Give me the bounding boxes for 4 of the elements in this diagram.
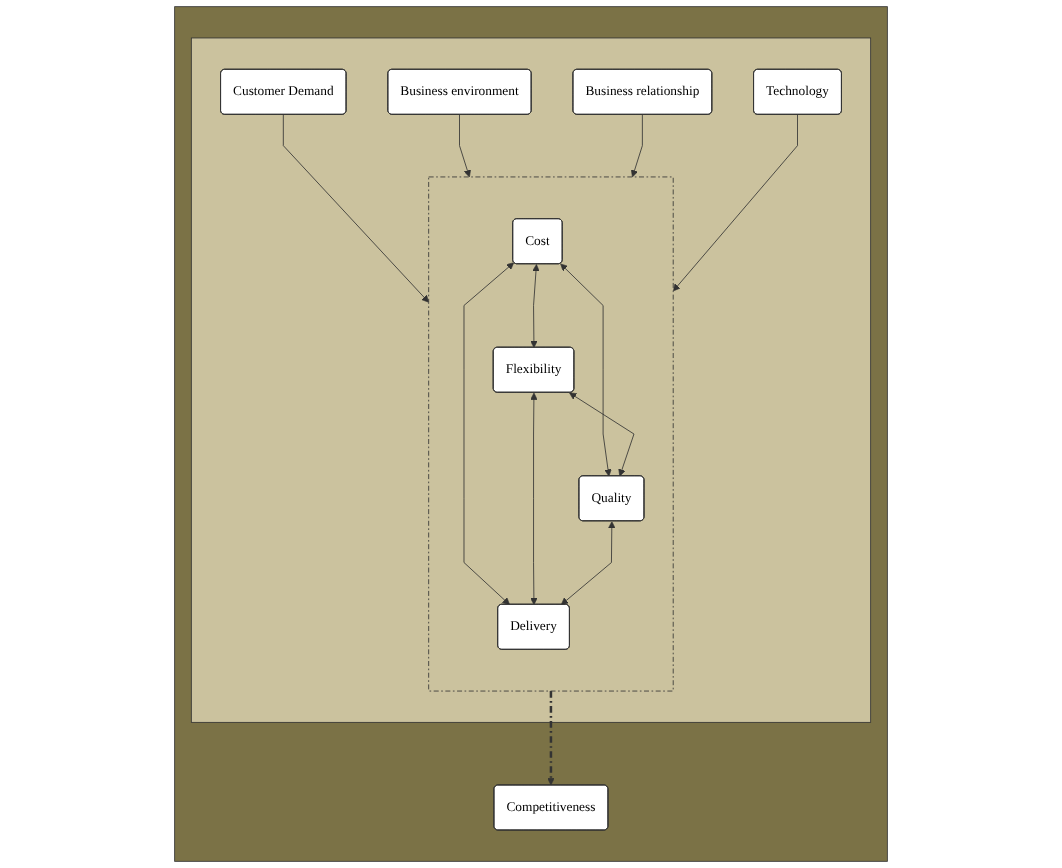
cluster (174, 6, 888, 862)
cluster (190, 37, 872, 723)
arrow (547, 691, 555, 786)
cluster (428, 176, 674, 692)
